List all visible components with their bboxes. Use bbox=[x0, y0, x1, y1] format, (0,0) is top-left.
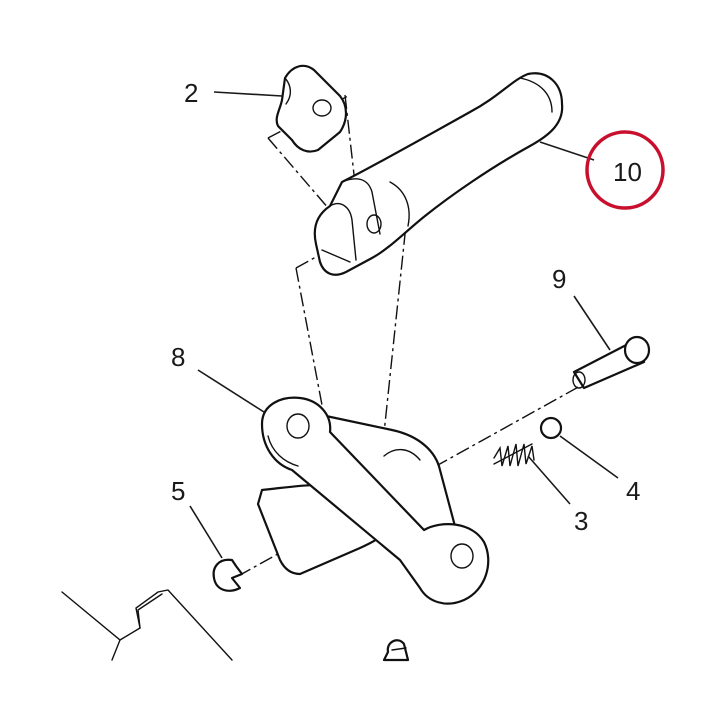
leader-lines bbox=[189, 91, 619, 559]
highlight-circle bbox=[585, 130, 665, 210]
label-part-9: 9 bbox=[552, 264, 566, 294]
part-10-lever-arm bbox=[313, 72, 564, 276]
label-part-3: 3 bbox=[574, 506, 588, 536]
label-part-8: 8 bbox=[171, 342, 185, 372]
part-5-e-ring bbox=[212, 558, 244, 592]
frame-partial bbox=[61, 589, 233, 661]
part-number-labels: 2 10 9 8 4 5 3 bbox=[171, 78, 642, 536]
part-9-pin bbox=[572, 335, 651, 390]
part-3-spring bbox=[493, 443, 535, 467]
part-8-link-plate bbox=[256, 396, 490, 605]
label-part-2: 2 bbox=[184, 78, 198, 108]
label-part-4: 4 bbox=[626, 476, 640, 506]
label-part-10: 10 bbox=[613, 157, 642, 187]
part-2-block bbox=[275, 64, 348, 153]
screw-fragment bbox=[382, 639, 410, 662]
part-4-ball bbox=[539, 416, 563, 440]
label-part-5: 5 bbox=[171, 476, 185, 506]
